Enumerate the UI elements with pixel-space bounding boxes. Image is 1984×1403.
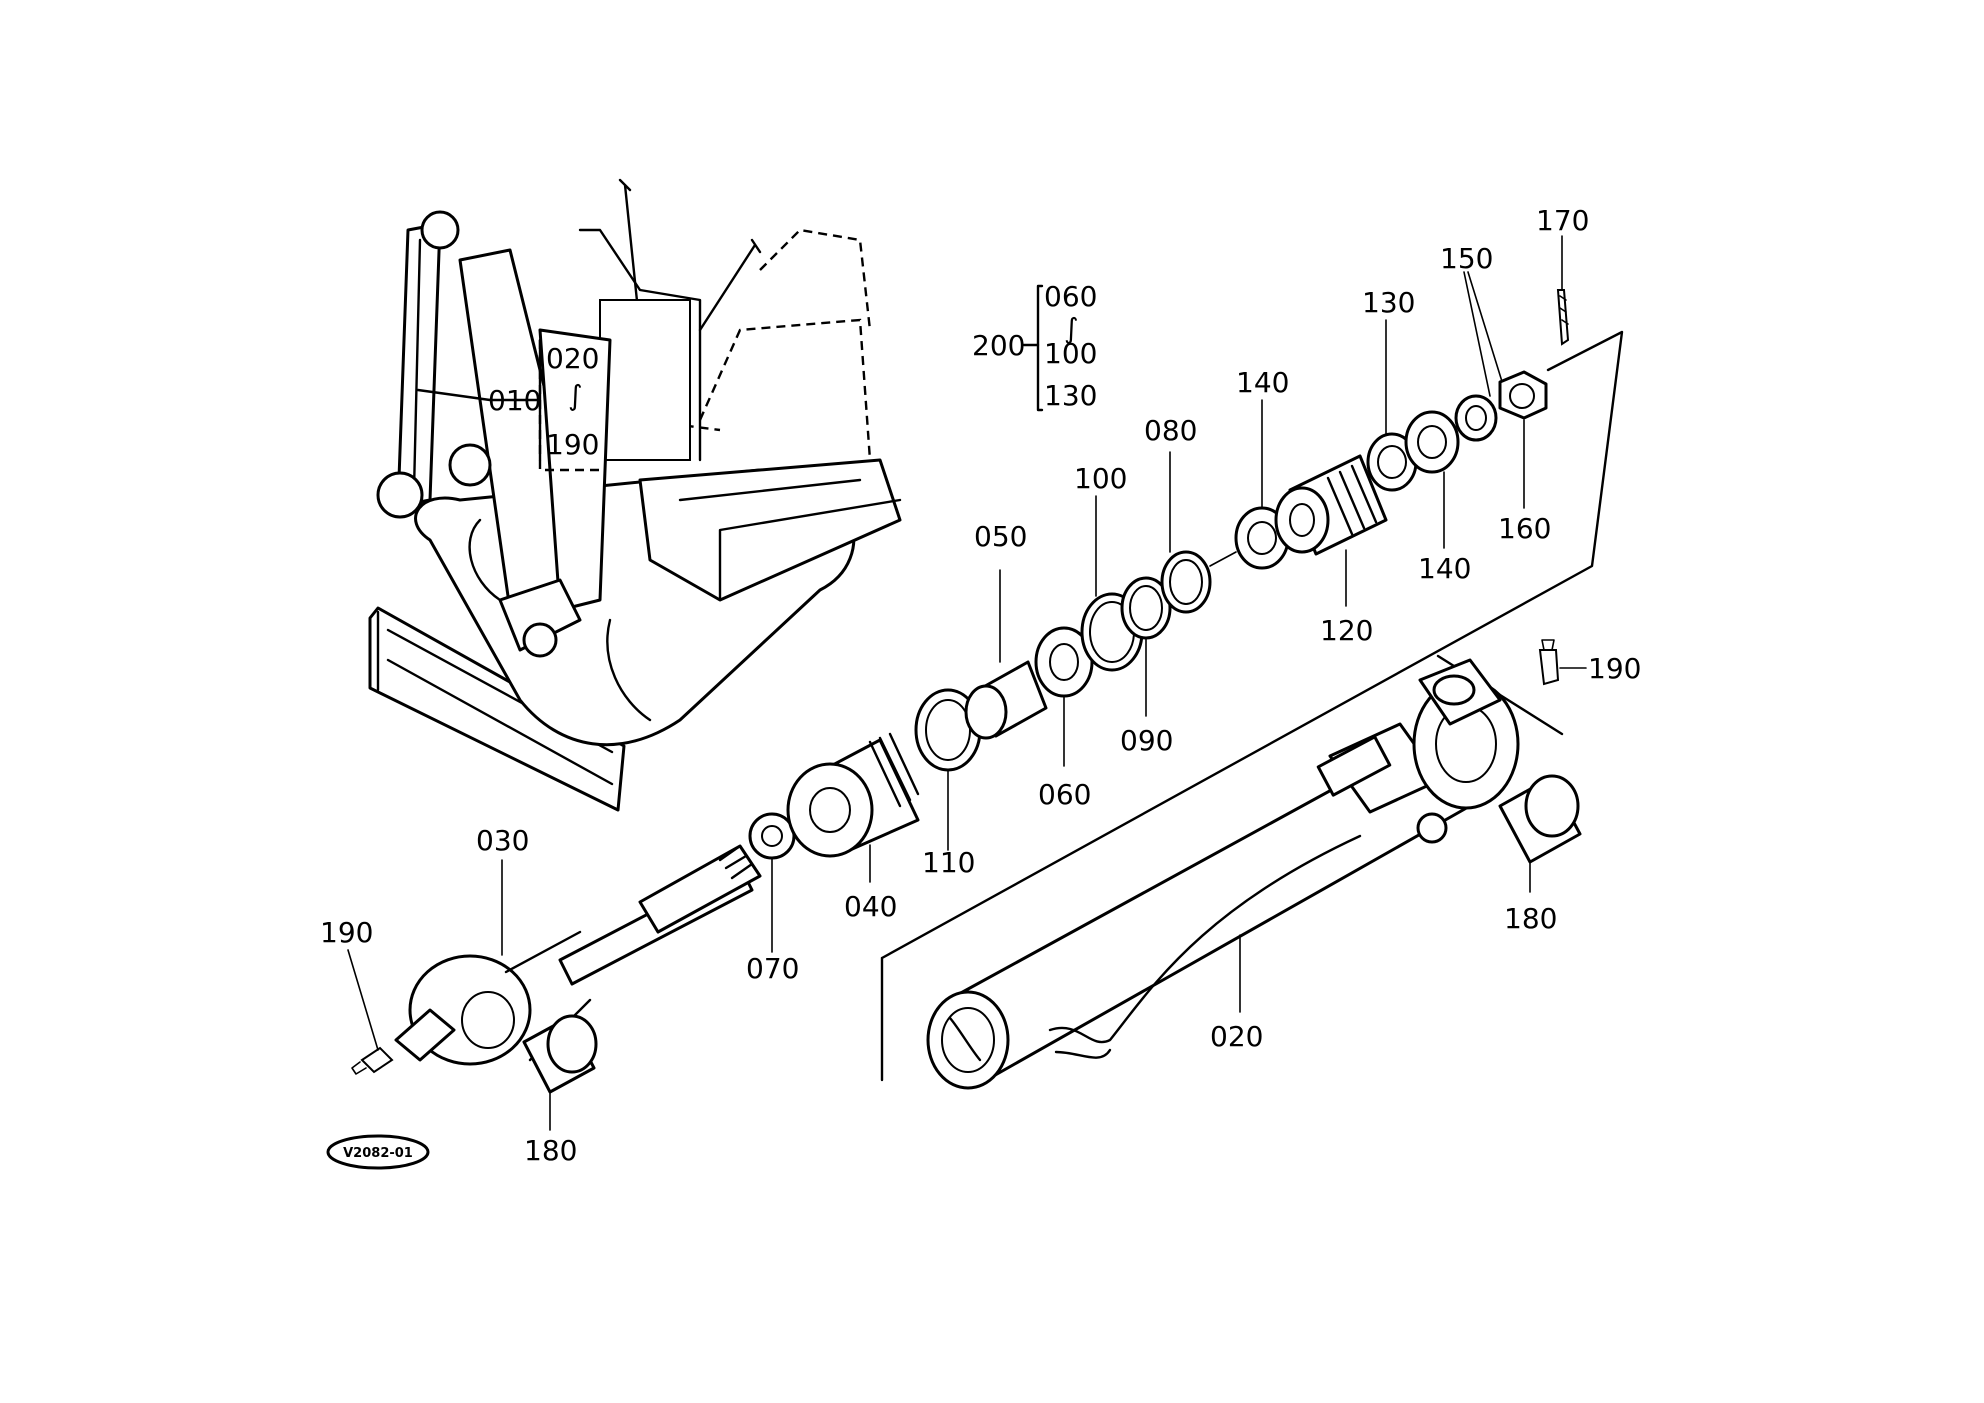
callout-140-bottom: 140: [1418, 552, 1471, 585]
bracket-top-start: 020: [546, 342, 599, 375]
part-180-left: [522, 1014, 598, 1094]
bracket-kit: 060 ∫ 100 130 200: [972, 280, 1097, 412]
bracket-kit-end: 130: [1044, 379, 1097, 412]
callout-080: 080: [1144, 414, 1197, 447]
part-180-right: [1498, 774, 1582, 864]
callout-120: 120: [1320, 614, 1373, 647]
callout-180-left: 180: [524, 1134, 577, 1167]
callout-040: 040: [844, 890, 897, 923]
callout-180-right: 180: [1504, 902, 1557, 935]
bracket-top-tilde: ∫: [568, 379, 583, 412]
part-140-rear: [1404, 410, 1460, 474]
callout-030: 030: [476, 824, 529, 857]
callout-020: 020: [1210, 1020, 1263, 1053]
bracket-kit-tilde: ∫: [1064, 312, 1079, 345]
callout-150: 150: [1440, 242, 1493, 275]
part-190-left: [351, 1046, 394, 1075]
cylinder-tube: [926, 658, 1520, 1090]
part-170: [1556, 289, 1570, 346]
bracket-top: 020 ∫ 190 010: [416, 338, 599, 462]
part-130: [1366, 432, 1418, 492]
part-050: [964, 660, 1048, 740]
callout-200: 200: [972, 329, 1025, 362]
bracket-kit-start: 060: [1044, 280, 1097, 313]
callout-070: 070: [746, 952, 799, 985]
callout-050: 050: [974, 520, 1027, 553]
part-080: [1160, 550, 1212, 614]
part-040: [786, 732, 920, 858]
part-160: [1498, 370, 1548, 420]
callout-190-right: 190: [1588, 652, 1641, 685]
callout-090: 090: [1120, 724, 1173, 757]
part-070: [748, 812, 796, 860]
bracket-top-end: 190: [546, 428, 599, 461]
callout-130: 130: [1362, 286, 1415, 319]
bracket-kit-middle: 100: [1044, 337, 1097, 370]
callout-060: 060: [1038, 778, 1091, 811]
part-120: [1274, 454, 1388, 556]
part-110: [914, 688, 982, 772]
callout-190-left: 190: [320, 916, 373, 949]
figure-code-badge: V2082-01: [326, 1134, 430, 1170]
piston-rod: [394, 844, 762, 1066]
callout-010: 010: [488, 384, 541, 417]
part-090: [1120, 576, 1172, 640]
callout-170: 170: [1536, 204, 1589, 237]
part-060: [1034, 626, 1094, 698]
callout-110: 110: [922, 846, 975, 879]
figure-code: V2082-01: [343, 1146, 413, 1161]
part-190-right: [1538, 639, 1560, 686]
callout-160: 160: [1498, 512, 1551, 545]
part-150: [1454, 394, 1498, 442]
assembly-frame: [880, 330, 1624, 1082]
excavator-illustration: [368, 178, 902, 812]
callout-100: 100: [1074, 462, 1127, 495]
callout-140-top: 140: [1236, 366, 1289, 399]
